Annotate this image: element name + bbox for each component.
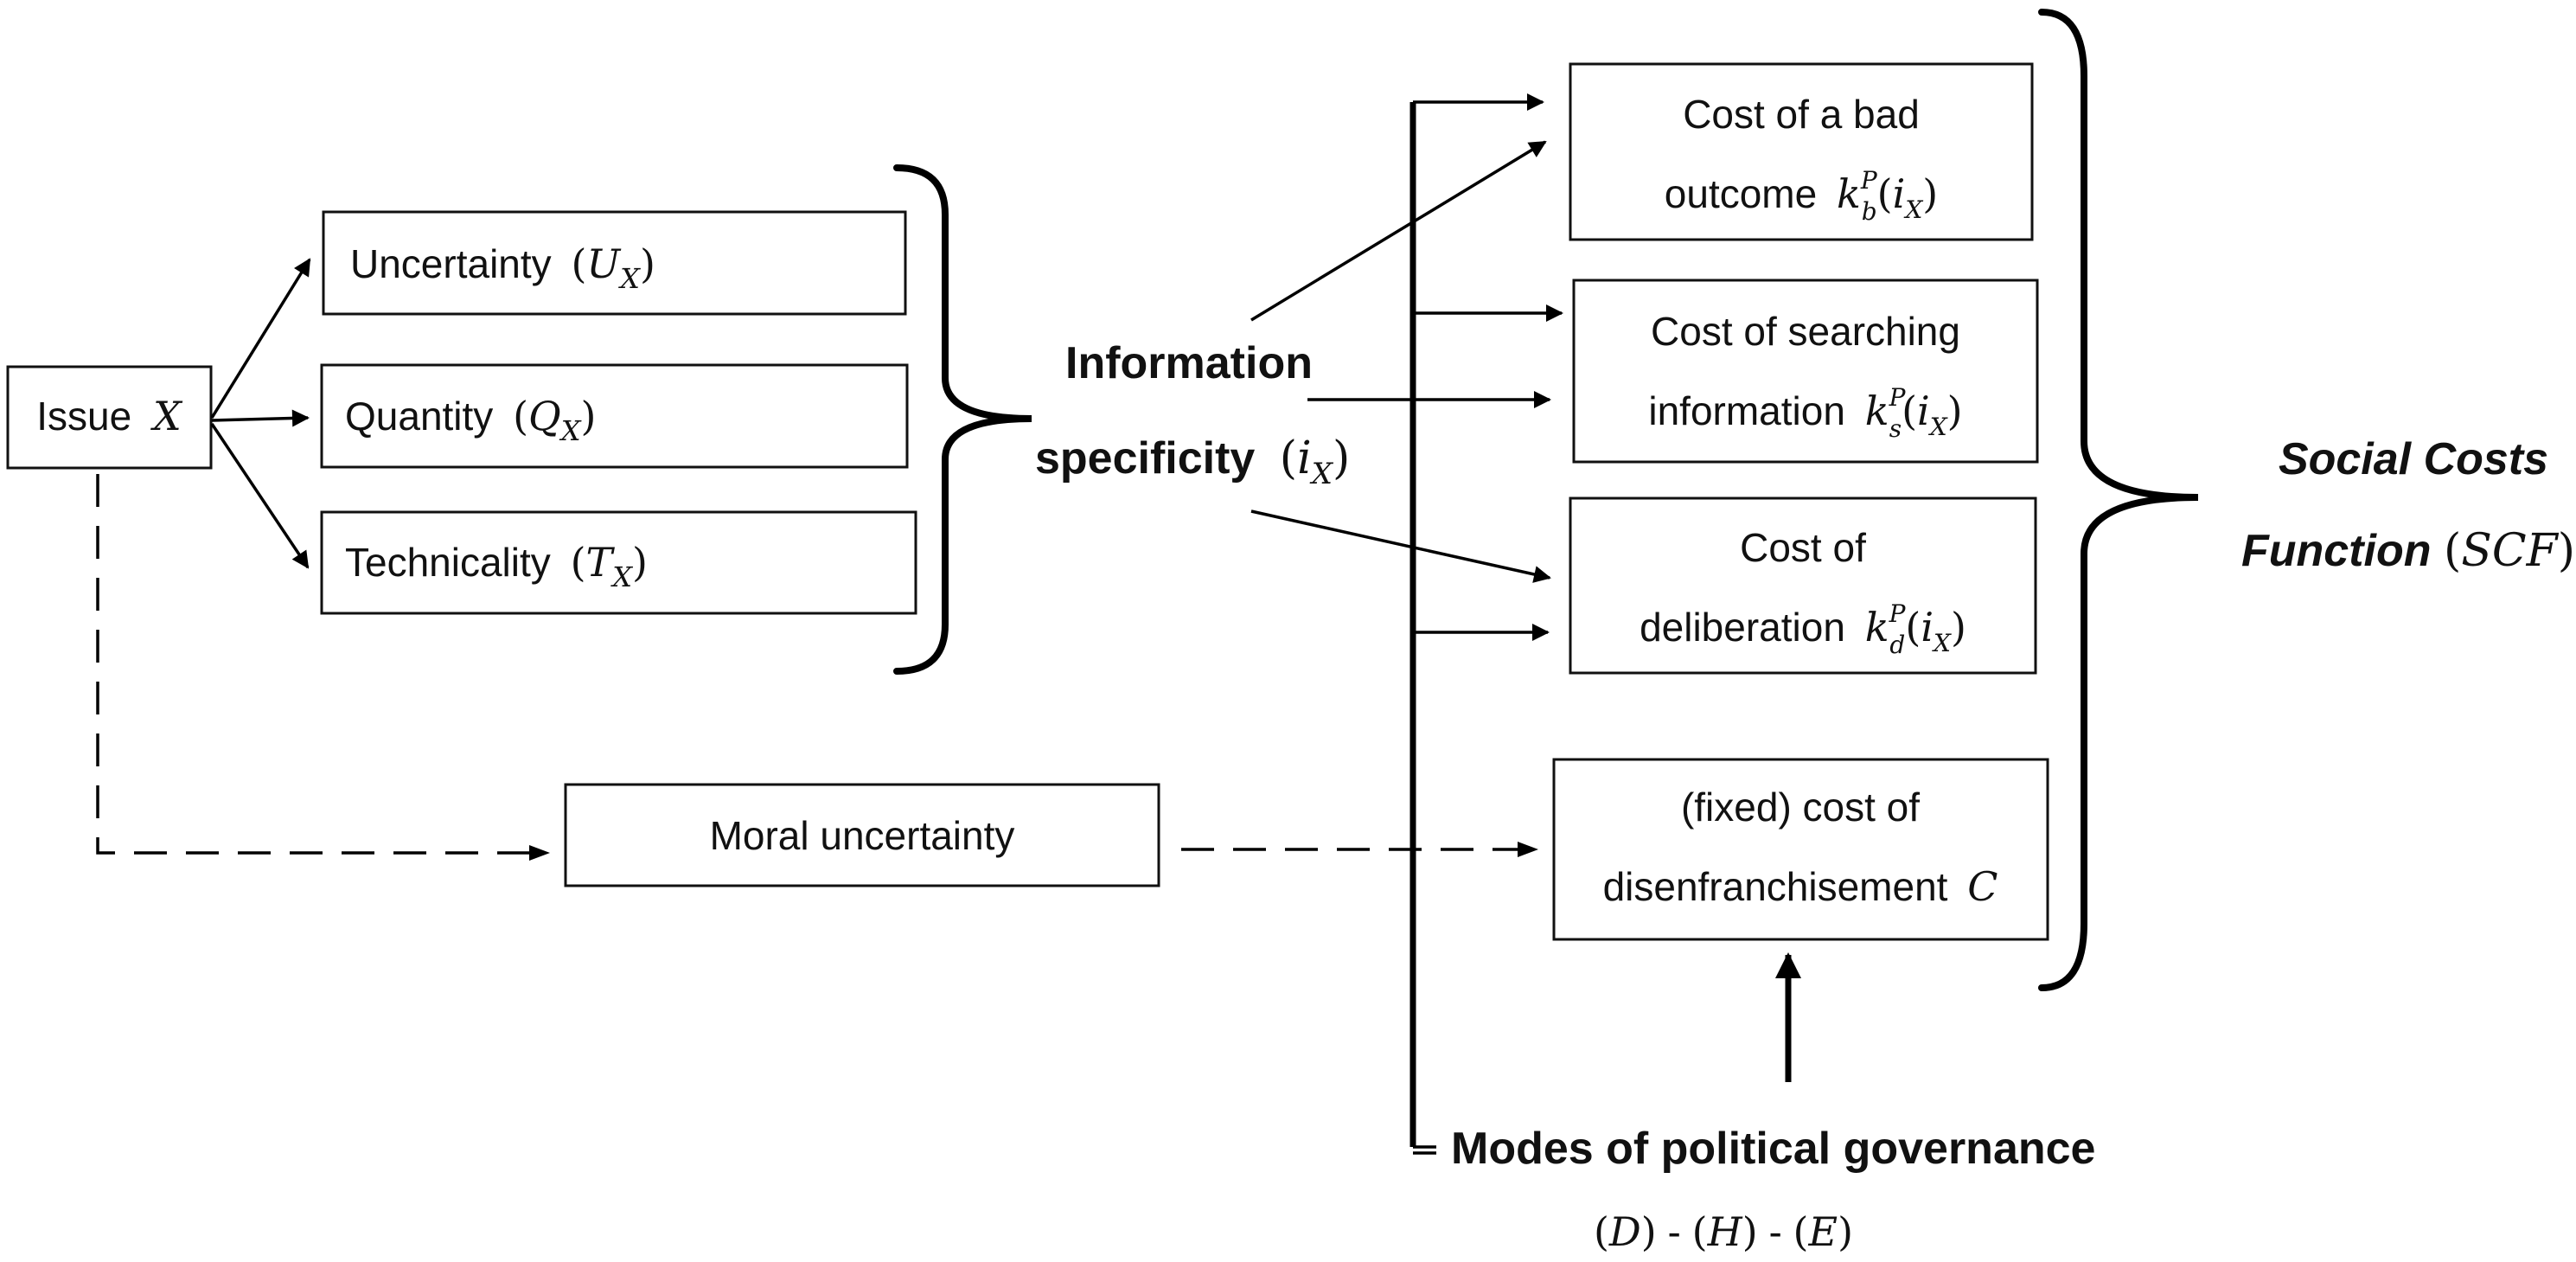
moral-uncertainty-label: Moral uncertainty [710, 813, 1015, 858]
technicality-symbol: T [586, 539, 616, 586]
quantity-label: Quantity [345, 394, 493, 439]
scf-line2: Function [2241, 526, 2432, 576]
bad-outcome-cost-subscript: b [1862, 197, 1877, 226]
svg-text:Issue X: Issue X [36, 393, 183, 439]
svg-text:disenfranchisement C: disenfranchisement C [1603, 863, 1998, 910]
moral-uncertainty-box: Moral uncertainty [564, 783, 1160, 887]
bad-outcome-cost-superscript: P [1860, 166, 1878, 195]
arrow-info-to-bad-outcome [1250, 140, 1547, 322]
issue-symbol: X [150, 393, 183, 439]
svg-text:Uncertainty (UX): Uncertainty (UX) [350, 240, 655, 295]
technicality-label: Technicality [345, 540, 551, 585]
quantity-subscript: X [559, 414, 582, 447]
arrow-info-to-deliberation [1250, 509, 1551, 583]
dashed-arrowhead-fixed-cost [1518, 842, 1538, 857]
issue-label: Issue [36, 394, 131, 439]
uncertainty-symbol: U [586, 240, 622, 287]
deliberation-cost-argument-subscript: X [1932, 629, 1952, 657]
svg-text:(D) - (H) -: (D) - (H) - (E) [1594, 1208, 1853, 1255]
deliberation-cost-line2: deliberation [1640, 605, 1845, 650]
attributes-brace [893, 164, 1032, 675]
fixed-cost-symbol: C [1967, 863, 1998, 910]
bad-outcome-cost-line2: outcome [1665, 171, 1817, 216]
governance-mode-h: H [1707, 1208, 1743, 1255]
quantity-box: Quantity (QX) [320, 363, 909, 469]
scf-line1: Social Costs [2279, 434, 2548, 484]
quantity-symbol: Q [528, 393, 561, 439]
uncertainty-box: Uncertainty (UX) [322, 210, 907, 316]
uncertainty-subscript: X [617, 262, 641, 295]
information-specificity-subscript: X [1309, 457, 1334, 491]
technicality-subscript: X [610, 561, 633, 593]
svg-text:specificity (iX): specificity (iX) [1035, 432, 1350, 491]
fixed-cost-line2: disenfranchisement [1603, 864, 1948, 909]
svg-text:Quantity (QX): Quantity (QX) [345, 393, 597, 447]
searching-cost-subscript: s [1889, 414, 1902, 443]
deliberation-cost-argument: i [1921, 604, 1934, 650]
searching-cost-argument-subscript: X [1928, 413, 1948, 441]
dashed-arrowhead-moral [529, 845, 550, 861]
searching-cost-superscript: P [1889, 383, 1907, 412]
bad-outcome-cost-argument: i [1893, 170, 1906, 217]
svg-text:deliberation kPd(iX): deliberation kPd(iX) [1640, 599, 1966, 659]
governance-mode-e: E [1808, 1208, 1838, 1255]
bad-outcome-cost-argument-subscript: X [1903, 195, 1923, 224]
bad-outcome-cost-line1: Cost of a bad [1683, 92, 1920, 137]
scf-symbol: SCF [2461, 525, 2559, 577]
arrow-issue-to-technicality [210, 423, 310, 569]
svg-text:information kPs(iX): information kPs(iX) [1648, 383, 1962, 443]
scf-brace [2038, 9, 2199, 991]
arrow-issue-to-quantity [211, 409, 310, 427]
deliberation-cost-superscript: P [1889, 599, 1907, 628]
information-specificity-line1: Information [1065, 338, 1313, 388]
governance-mode-d: D [1608, 1208, 1641, 1255]
fixed-cost-box: (fixed) cost of disenfranchisement C [1552, 758, 2049, 941]
issue-box: Issue X [6, 365, 213, 470]
dashed-line-issue-to-moral [96, 474, 529, 855]
svg-text:Technicality (TX): Technicality (TX) [345, 539, 648, 593]
deliberation-cost-line1: Cost of [1740, 525, 1866, 570]
information-specificity-line2: specificity [1035, 433, 1255, 484]
governance-label: Modes of political governance [1451, 1124, 2095, 1174]
uncertainty-label: Uncertainty [350, 241, 552, 286]
arrow-issue-to-uncertainty [210, 258, 311, 419]
searching-cost-line2: information [1648, 388, 1845, 433]
fixed-cost-line1: (fixed) cost of [1681, 785, 1920, 830]
svg-text:outcome kPb(iX): outcome kPb(iX) [1665, 166, 1938, 226]
searching-cost-argument: i [1917, 388, 1930, 434]
deliberation-cost-subscript: d [1889, 631, 1905, 659]
svg-text:Function (SCF): Function (SCF) [2241, 525, 2575, 577]
technicality-box: Technicality (TX) [320, 510, 917, 615]
information-specificity-symbol: i [1297, 432, 1312, 484]
searching-cost-line1: Cost of searching [1651, 309, 1960, 354]
